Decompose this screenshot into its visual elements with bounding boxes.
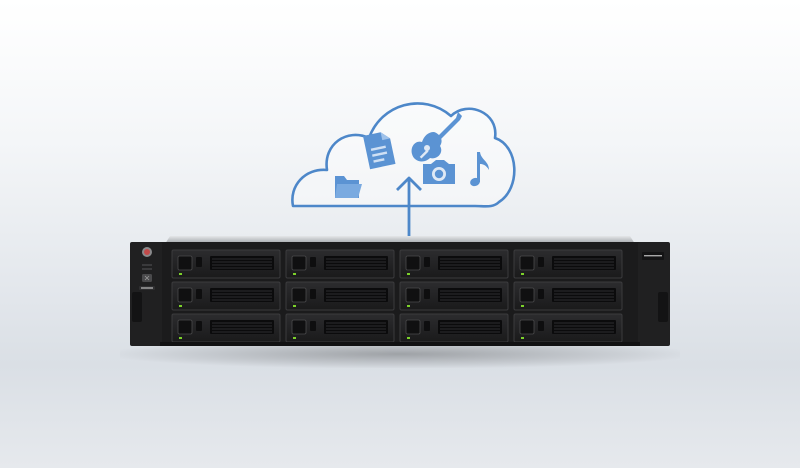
drive-bay-grid bbox=[171, 249, 623, 343]
chassis-bottom bbox=[160, 342, 640, 346]
drive-bay[interactable] bbox=[399, 249, 509, 279]
right-rack-ear bbox=[638, 242, 670, 346]
document-icon bbox=[363, 132, 396, 170]
drive-bay[interactable] bbox=[513, 249, 623, 279]
rackstation-nas bbox=[130, 236, 670, 346]
drive-bay[interactable] bbox=[171, 281, 281, 311]
music-note-icon bbox=[470, 152, 489, 187]
left-rack-ear bbox=[130, 242, 162, 346]
guitar-icon bbox=[411, 112, 462, 162]
drive-bay[interactable] bbox=[399, 313, 509, 343]
drive-bay[interactable] bbox=[513, 313, 623, 343]
drive-bay[interactable] bbox=[285, 249, 395, 279]
folder-icon bbox=[335, 176, 362, 198]
drive-bay[interactable] bbox=[399, 281, 509, 311]
drive-bay[interactable] bbox=[171, 313, 281, 343]
drive-bay[interactable] bbox=[513, 281, 623, 311]
brand-logo bbox=[139, 286, 155, 290]
drive-bay[interactable] bbox=[285, 281, 395, 311]
drive-bay[interactable] bbox=[285, 313, 395, 343]
camera-icon bbox=[423, 160, 455, 184]
drive-bay[interactable] bbox=[171, 249, 281, 279]
cloud-upload-graphic bbox=[291, 102, 516, 240]
upload-arrow-icon bbox=[396, 176, 422, 240]
cloud-outline bbox=[291, 102, 516, 208]
